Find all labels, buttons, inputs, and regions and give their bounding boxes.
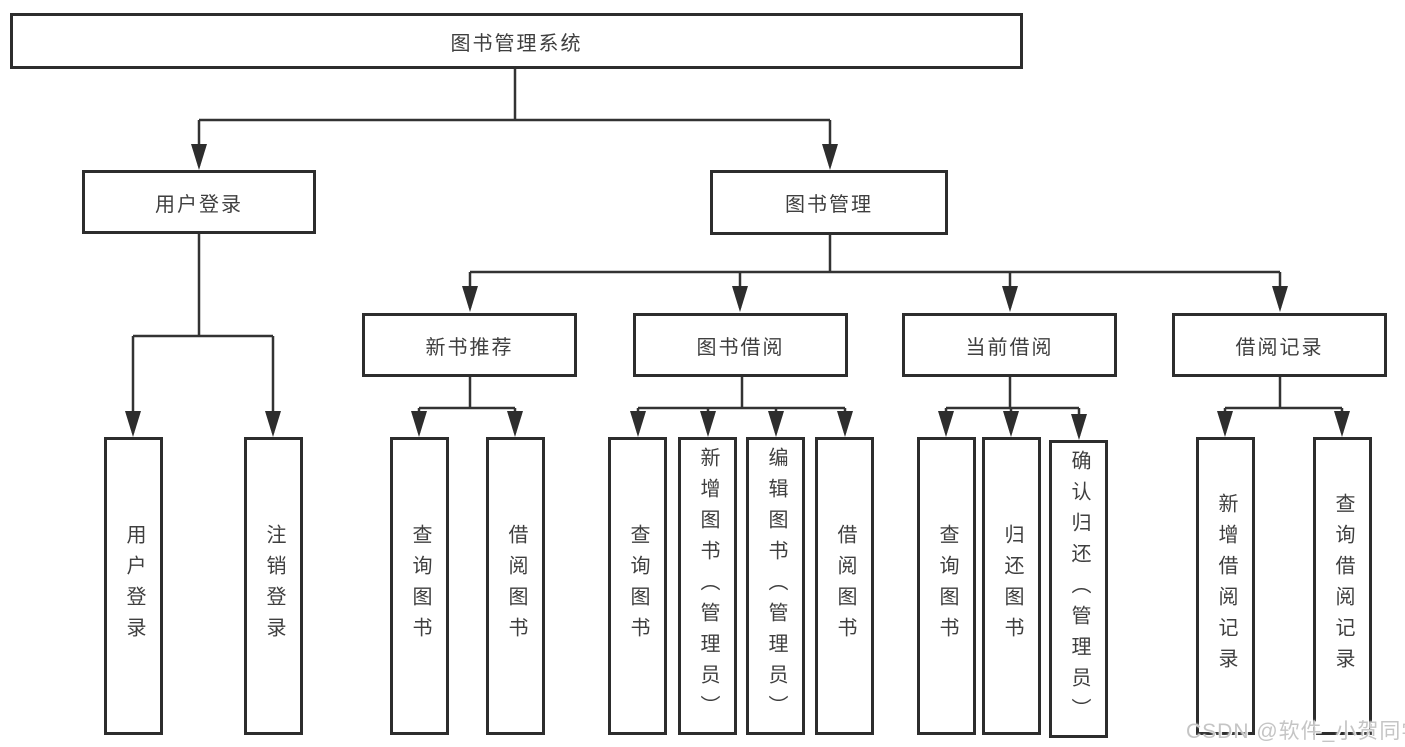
arrowheads: [125, 144, 1350, 440]
leaf-query-borrow-record: 查询借阅记录: [1313, 437, 1372, 735]
node-library-management-system: 图书管理系统: [10, 13, 1023, 69]
leaf-add-borrow-record: 新增借阅记录: [1196, 437, 1255, 735]
node-book-borrowing: 图书借阅: [633, 313, 848, 377]
leaf-borrow-books-borrowing: 借阅图书: [815, 437, 874, 735]
leaf-return-books: 归还图书: [982, 437, 1041, 735]
node-current-borrowing: 当前借阅: [902, 313, 1117, 377]
leaf-borrow-books-recommend: 借阅图书: [486, 437, 545, 735]
leaf-query-books-recommend: 查询图书: [390, 437, 449, 735]
node-borrowing-records: 借阅记录: [1172, 313, 1387, 377]
node-new-book-recommendation: 新书推荐: [362, 313, 577, 377]
leaf-query-books-current: 查询图书: [917, 437, 976, 735]
node-book-management: 图书管理: [710, 170, 948, 235]
leaf-add-book-admin: 新增图书（管理员）: [678, 437, 737, 735]
leaf-logout: 注销登录: [244, 437, 303, 735]
node-user-login: 用户登录: [82, 170, 316, 234]
watermark: CSDN @软件_小贺同学: [1186, 720, 1405, 743]
leaf-query-books-borrowing: 查询图书: [608, 437, 667, 735]
connector-lines: [131, 69, 1344, 436]
leaf-user-login: 用户登录: [104, 437, 163, 735]
leaf-confirm-return-admin: 确认归还（管理员）: [1049, 440, 1108, 738]
leaf-edit-book-admin: 编辑图书（管理员）: [746, 437, 805, 735]
